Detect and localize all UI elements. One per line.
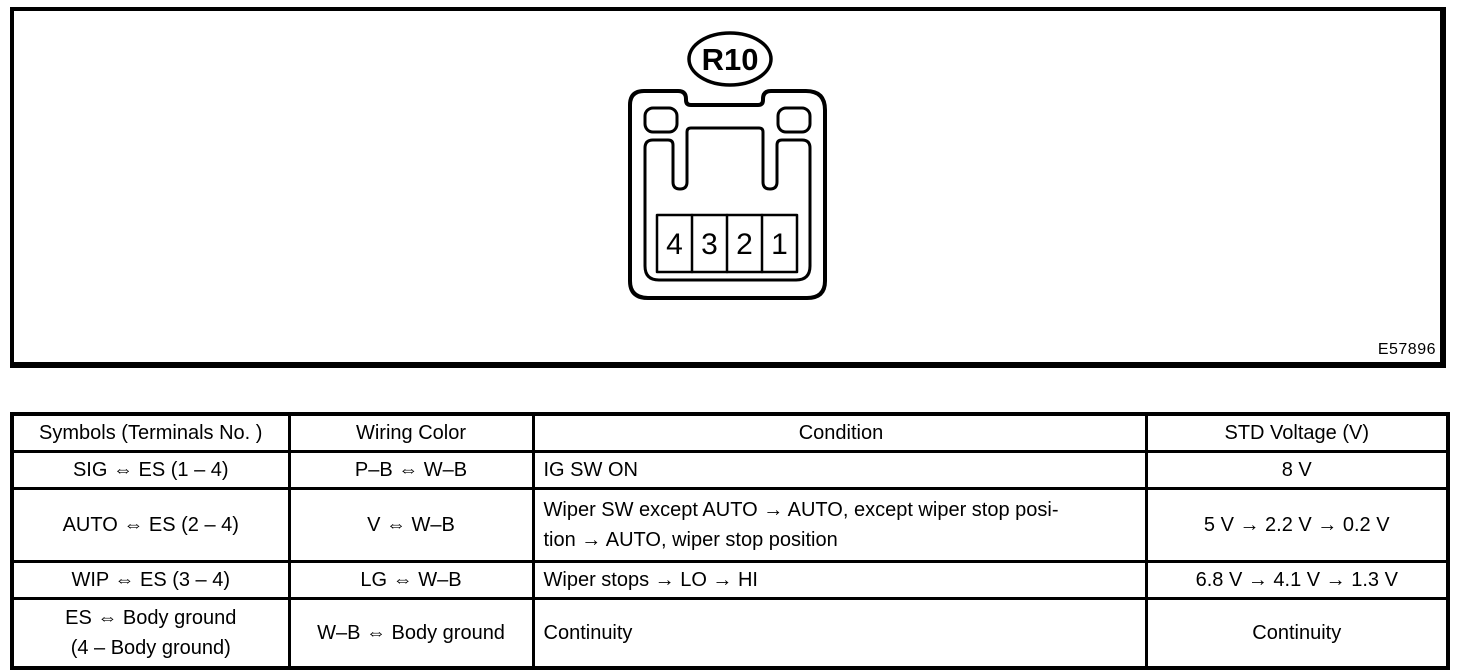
table-row: ES ⇔ Body ground (4 – Body ground) W–B ⇔…	[10, 597, 1450, 669]
terminal-spec-table: Symbols (Terminals No. ) Wiring Color Co…	[10, 412, 1450, 670]
cell-symbols: SIG ⇔ ES (1 – 4)	[10, 450, 291, 490]
table-header-row: Symbols (Terminals No. ) Wiring Color Co…	[10, 412, 1450, 453]
table-row: WIP ⇔ ES (3 – 4) LG ⇔ W–B Wiper stops → …	[10, 560, 1450, 600]
cell-condition: Continuity	[531, 597, 1148, 669]
col-header-std-voltage: STD Voltage (V)	[1144, 412, 1450, 453]
connector-housing-outline	[628, 89, 827, 300]
cell-std-voltage: Continuity	[1144, 597, 1450, 669]
col-header-symbols: Symbols (Terminals No. )	[10, 412, 291, 453]
col-header-condition: Condition	[531, 412, 1148, 453]
cell-wiring-color: P–B ⇔ W–B	[287, 450, 535, 490]
cell-std-voltage: 6.8 V → 4.1 V → 1.3 V	[1144, 560, 1450, 600]
table-row: SIG ⇔ ES (1 – 4) P–B ⇔ W–B IG SW ON 8 V	[10, 450, 1450, 490]
cell-symbols: AUTO ⇔ ES (2 – 4)	[10, 487, 291, 563]
cell-wiring-color: W–B ⇔ Body ground	[287, 597, 535, 669]
pin-number-1: 1	[771, 228, 788, 261]
connector-tab-hole-left	[643, 106, 679, 134]
cell-condition: Wiper SW except AUTO → AUTO, except wipe…	[531, 487, 1148, 563]
cell-condition: Wiper stops → LO → HI	[531, 560, 1148, 600]
cell-std-voltage: 5 V → 2.2 V → 0.2 V	[1144, 487, 1450, 563]
connector-id-oval	[687, 31, 773, 87]
cell-std-voltage: 8 V	[1144, 450, 1450, 490]
pin-number-2: 2	[736, 228, 753, 261]
cell-symbols: ES ⇔ Body ground (4 – Body ground)	[10, 597, 291, 669]
table-row: AUTO ⇔ ES (2 – 4) V ⇔ W–B Wiper SW excep…	[10, 487, 1450, 563]
connector-diagram: R10 4 3 2 1	[628, 31, 827, 300]
cell-wiring-color: V ⇔ W–B	[287, 487, 535, 563]
connector-id-label: R10	[702, 42, 759, 77]
cell-condition: IG SW ON	[531, 450, 1148, 490]
cell-symbols: WIP ⇔ ES (3 – 4)	[10, 560, 291, 600]
pin-number-4: 4	[666, 228, 683, 261]
col-header-wiring-color: Wiring Color	[287, 412, 535, 453]
connector-inner-cavity	[643, 126, 812, 282]
connector-tab-hole-right	[776, 106, 812, 134]
connector-figure-panel: R10 4 3 2 1 E57896	[10, 7, 1446, 368]
cell-wiring-color: LG ⇔ W–B	[287, 560, 535, 600]
pin-number-3: 3	[701, 228, 718, 261]
figure-code: E57896	[1377, 341, 1436, 358]
